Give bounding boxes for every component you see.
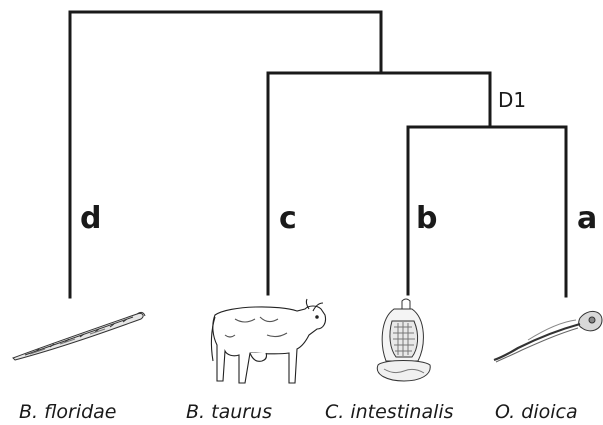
- cow-icon: [205, 295, 330, 390]
- species-label-c-intestinalis: C. intestinalis: [325, 403, 454, 422]
- branch-label-c: c: [279, 204, 297, 234]
- lancelet-icon: [5, 300, 155, 370]
- species-label-b-taurus: B. taurus: [186, 403, 272, 422]
- branch-label-a: a: [577, 204, 597, 234]
- branch-c-d1: [268, 73, 490, 294]
- species-label-b-floridae: B. floridae: [19, 403, 117, 422]
- node-label-d1: D1: [498, 90, 526, 110]
- branch-root: [70, 12, 381, 297]
- sea-squirt-icon: [370, 295, 440, 390]
- branch-label-b: b: [416, 204, 437, 234]
- branch-label-d: d: [80, 204, 101, 234]
- species-label-o-dioica: O. dioica: [495, 403, 578, 422]
- larvacean-icon: [488, 300, 603, 370]
